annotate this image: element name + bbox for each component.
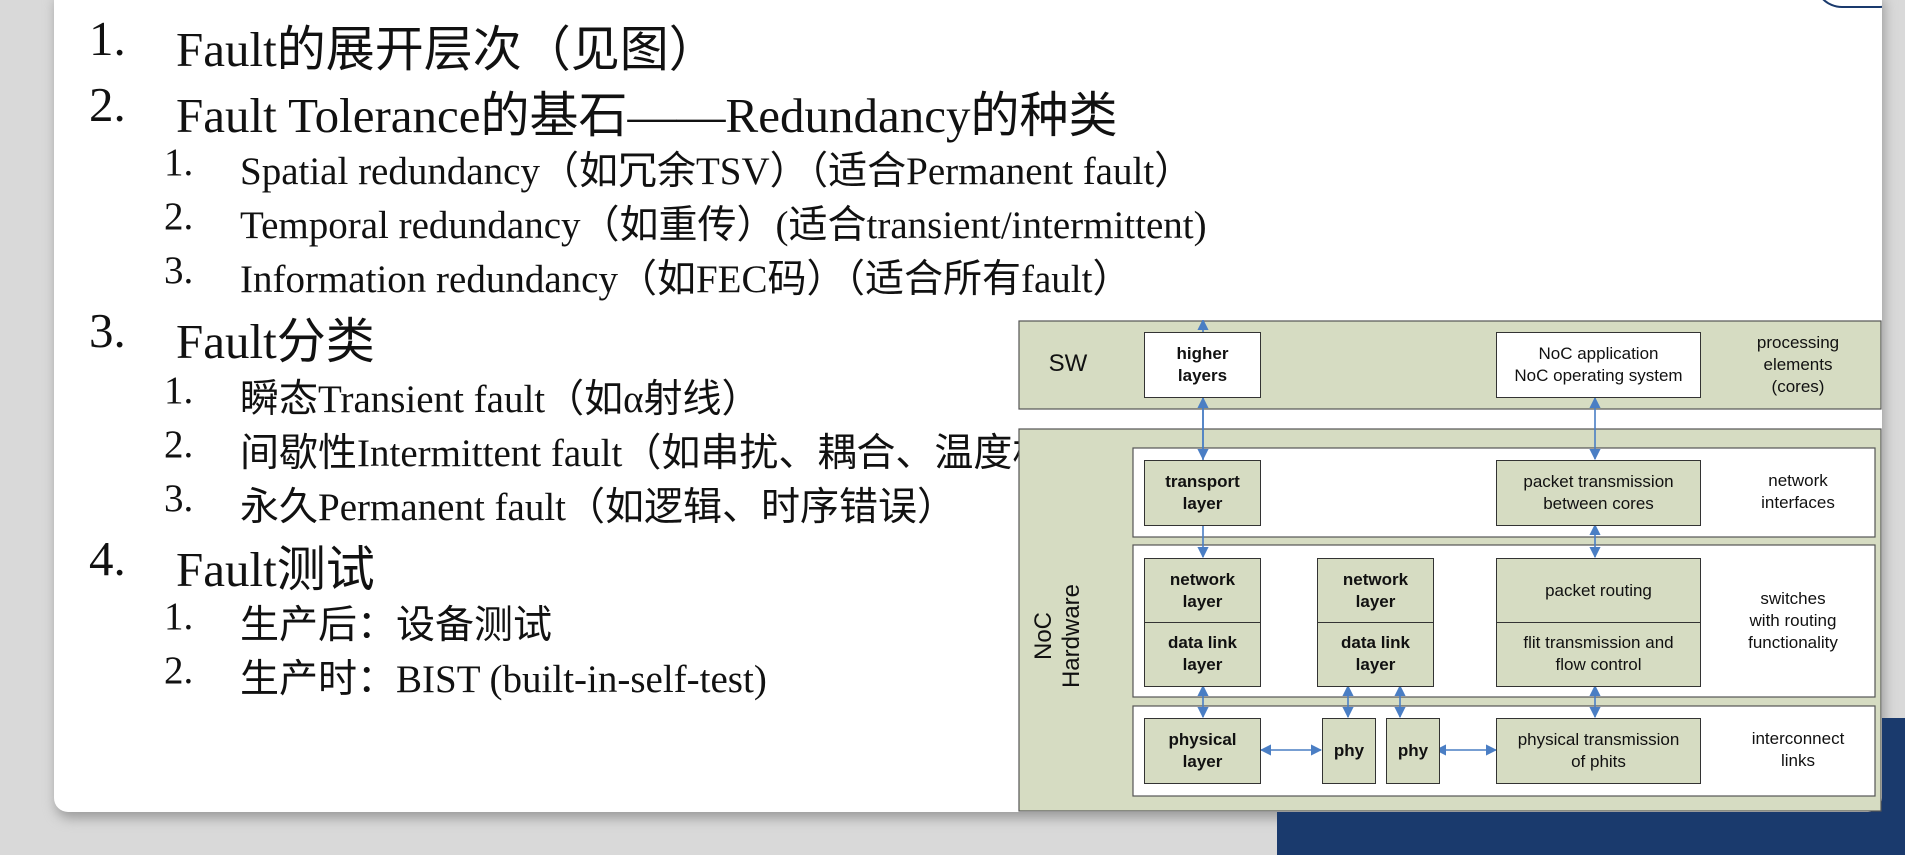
box-line: NoC operating system (1514, 366, 1683, 385)
label-line: interfaces (1761, 493, 1835, 512)
noc-application-box: NoC application NoC operating system (1496, 332, 1701, 398)
label-line: interconnect (1751, 729, 1845, 748)
list-number: 4. (89, 531, 126, 586)
box-line: NoC application (1538, 344, 1659, 363)
phy-box-1: phy (1322, 718, 1376, 784)
bullet-outline: 1. Fault的展开层次（见图） 2. Fault Tolerance的基石—… (54, 0, 1354, 812)
box-line: flow control (1555, 654, 1642, 674)
list-text: Spatial redundancy（如冗余TSV）（适合Permanent f… (240, 150, 1194, 193)
label-line: processing (1756, 333, 1840, 352)
hw-label: NoC Hardware (1030, 583, 1085, 689)
list-number: 1. (164, 369, 194, 412)
box-line: layer (1355, 591, 1396, 611)
physical-transmission-box: physical transmission of phits (1496, 718, 1701, 784)
list-text: Fault测试 (176, 542, 375, 597)
data-link-layer-cell: data link layer (1145, 622, 1260, 685)
list-text: Fault分类 (176, 314, 375, 369)
packet-transmission-box: packet transmission between cores (1496, 460, 1701, 526)
box-line: packet transmission (1523, 472, 1674, 491)
list-text: Fault的展开层次（见图） (176, 22, 718, 77)
box-line: data link (1168, 632, 1237, 652)
list-number: 2. (89, 77, 126, 132)
noc-layer-diagram: SW NoC Hardware higher layers NoC applic… (1018, 320, 1882, 812)
network-layer-cell: network layer (1318, 559, 1433, 622)
switches-label: switches with routing functionality (1718, 588, 1868, 654)
box-line: layer (1182, 591, 1223, 611)
box-line: physical (1168, 730, 1237, 749)
list-number: 1. (89, 11, 126, 66)
list-number: 3. (164, 477, 194, 520)
box-line: layer (1355, 654, 1396, 674)
label-line: (cores) (1771, 377, 1825, 396)
label-line: elements (1763, 355, 1833, 374)
list-number: 2. (164, 423, 194, 466)
box-line: layer (1182, 494, 1223, 513)
box-line: of phits (1571, 752, 1626, 771)
cell-divider (1145, 622, 1260, 623)
sw-label: SW (1048, 350, 1088, 377)
flit-transmission-cell: flit transmission and flow control (1497, 622, 1700, 685)
box-line: physical transmission (1517, 730, 1680, 749)
packet-routing-cell: packet routing (1545, 580, 1652, 600)
list-number: 1. (164, 141, 194, 184)
cell-divider (1497, 622, 1700, 623)
list-text: Fault Tolerance的基石——Redundancy的种类 (176, 88, 1118, 143)
physical-layer-box: physical layer (1144, 718, 1261, 784)
box-line: network (1342, 569, 1409, 589)
list-text: 间歇性Intermittent fault（如串扰、耦合、温度相关） (240, 432, 1130, 475)
list-text: 生产时：BIST (built-in-self-test) (240, 658, 767, 701)
list-number: 3. (89, 303, 126, 358)
network-layer-cell: network layer (1145, 559, 1260, 622)
label-line: links (1780, 751, 1815, 770)
data-link-layer-cell: data link layer (1318, 622, 1433, 685)
logo-icon (1814, 0, 1882, 8)
label-line: network (1768, 471, 1828, 490)
list-number: 1. (164, 595, 194, 638)
processing-elements-label: processing elements (cores) (1723, 332, 1873, 398)
box-line: between cores (1543, 494, 1654, 513)
list-number: 2. (164, 195, 194, 238)
list-text: 生产后：设备测试 (240, 604, 553, 647)
routing-box: packet routing flit transmission and flo… (1496, 558, 1701, 687)
list-number: 3. (164, 249, 194, 292)
network-datalink-box-2: network layer data link layer (1317, 558, 1434, 687)
list-number: 2. (164, 649, 194, 692)
label-line: functionality (1748, 633, 1838, 652)
box-line: layer (1182, 752, 1223, 771)
label-line: switches (1760, 589, 1826, 608)
box-line: flit transmission and (1523, 632, 1674, 652)
box-line: higher (1176, 344, 1229, 363)
cell-divider (1318, 622, 1433, 623)
list-text: 永久Permanent fault（如逻辑、时序错误） (240, 486, 956, 529)
box-line: layers (1177, 366, 1228, 385)
box-line: layer (1182, 654, 1223, 674)
phy-box-2: phy (1386, 718, 1440, 784)
list-text: Temporal redundancy（如重传）(适合transient/int… (240, 204, 1207, 247)
label-line: with routing (1749, 611, 1837, 630)
box-line: network (1169, 569, 1236, 589)
box-line: transport (1165, 472, 1240, 491)
network-datalink-box-1: network layer data link layer (1144, 558, 1261, 687)
transport-layer-box: transport layer (1144, 460, 1261, 526)
list-text: Information redundancy（如FEC码）（适合所有fault） (240, 258, 1132, 301)
interconnect-links-label: interconnect links (1723, 728, 1873, 772)
higher-layers-box: higher layers (1144, 332, 1261, 398)
list-text: 瞬态Transient fault（如α射线） (240, 378, 761, 421)
box-line: data link (1341, 632, 1410, 652)
network-interfaces-label: network interfaces (1723, 470, 1873, 514)
